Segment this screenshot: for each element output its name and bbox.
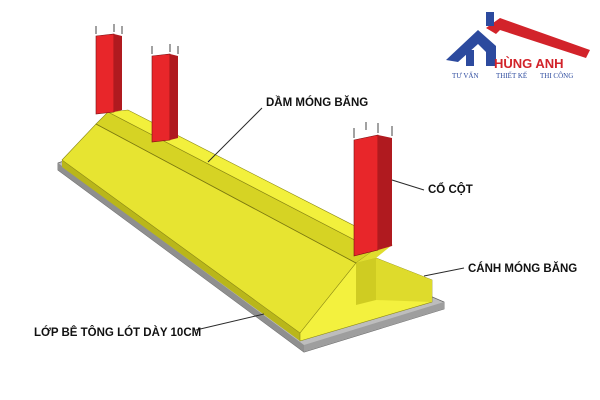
logo-service-2: THIẾT KẾ [496, 72, 527, 80]
column-neck [353, 122, 393, 257]
logo-brand: HÙNG ANH [494, 56, 564, 71]
leader-strip-wing [423, 267, 465, 277]
column-1 [95, 24, 123, 115]
company-logo: HÙNG ANH TƯ VẤN THIẾT KẾ THI CÔNG [446, 12, 590, 80]
logo-service-3: THI CÔNG [540, 72, 573, 80]
label-ground-beam: DẦM MÓNG BĂNG [266, 96, 368, 109]
label-column-neck: CỔ CỘT [428, 183, 473, 196]
strip-wing [61, 123, 433, 342]
leader-column-neck [391, 179, 425, 191]
logo-service-1: TƯ VẤN [452, 72, 479, 80]
house-logo-icon [446, 12, 590, 66]
label-lean-concrete: LỚP BÊ TÔNG LÓT DÀY 10CM [34, 326, 201, 339]
leader-lean-concrete [195, 313, 265, 331]
column-2 [151, 44, 179, 143]
leader-ground-beam [207, 107, 263, 163]
label-strip-wing: CÁNH MÓNG BĂNG [468, 262, 577, 275]
